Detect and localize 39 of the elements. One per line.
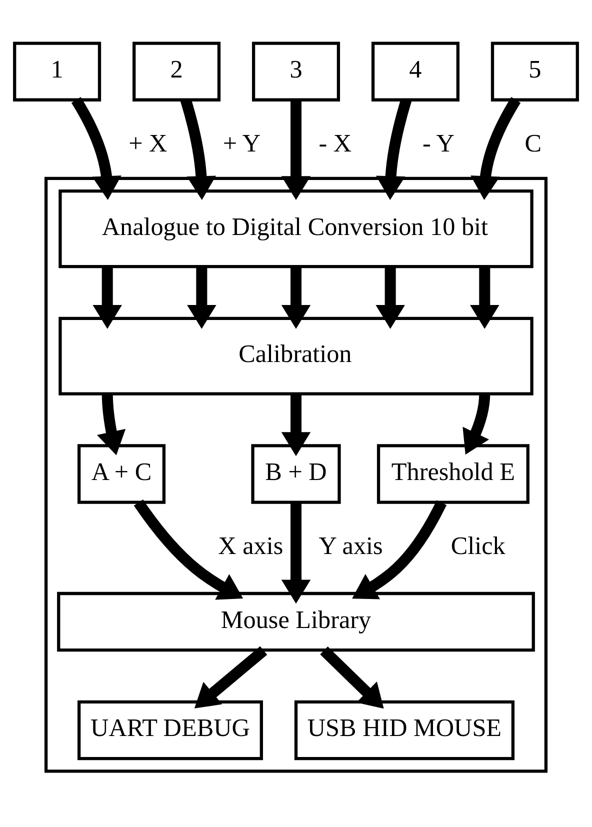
node-box: B + D (251, 444, 341, 504)
arrow (92, 266, 122, 329)
node-box: Analogue to Digital Conversion 10 bit (58, 189, 534, 268)
arrow (180, 98, 216, 200)
arrow (352, 500, 447, 600)
edge-label: X axis (218, 532, 284, 560)
arrow (281, 100, 311, 200)
arrow (194, 646, 268, 708)
node-box: USB HID MOUSE (294, 700, 515, 760)
edge-label: Y axis (318, 532, 383, 560)
arrow (71, 97, 122, 200)
arrow (281, 502, 311, 604)
node-box: 4 (371, 42, 460, 102)
edge-label: C (524, 130, 542, 158)
arrow (134, 499, 244, 600)
edge-label: + Y (222, 130, 261, 158)
edge-label: - X (318, 130, 352, 158)
node-box: A + C (77, 444, 166, 504)
node-box: 5 (490, 42, 579, 102)
arrow (470, 266, 500, 329)
node-box: UART DEBUG (77, 700, 263, 760)
node-box: Mouse Library (57, 592, 535, 652)
arrow (470, 97, 521, 200)
arrow (96, 394, 126, 456)
arrow (187, 266, 216, 329)
arrow (281, 266, 311, 329)
arrow (462, 394, 490, 455)
node-box: Calibration (58, 316, 534, 396)
edge-label: Click (450, 532, 506, 560)
arrow (281, 394, 311, 456)
arrow (320, 646, 384, 709)
node-box: 3 (252, 42, 340, 102)
arrow (376, 98, 412, 200)
node-box: Threshold E (376, 444, 530, 504)
edge-label: + X (128, 130, 168, 158)
node-box: 1 (13, 42, 102, 102)
edge-label: - Y (422, 130, 454, 158)
arrow (376, 266, 405, 329)
node-box: 2 (132, 42, 221, 102)
